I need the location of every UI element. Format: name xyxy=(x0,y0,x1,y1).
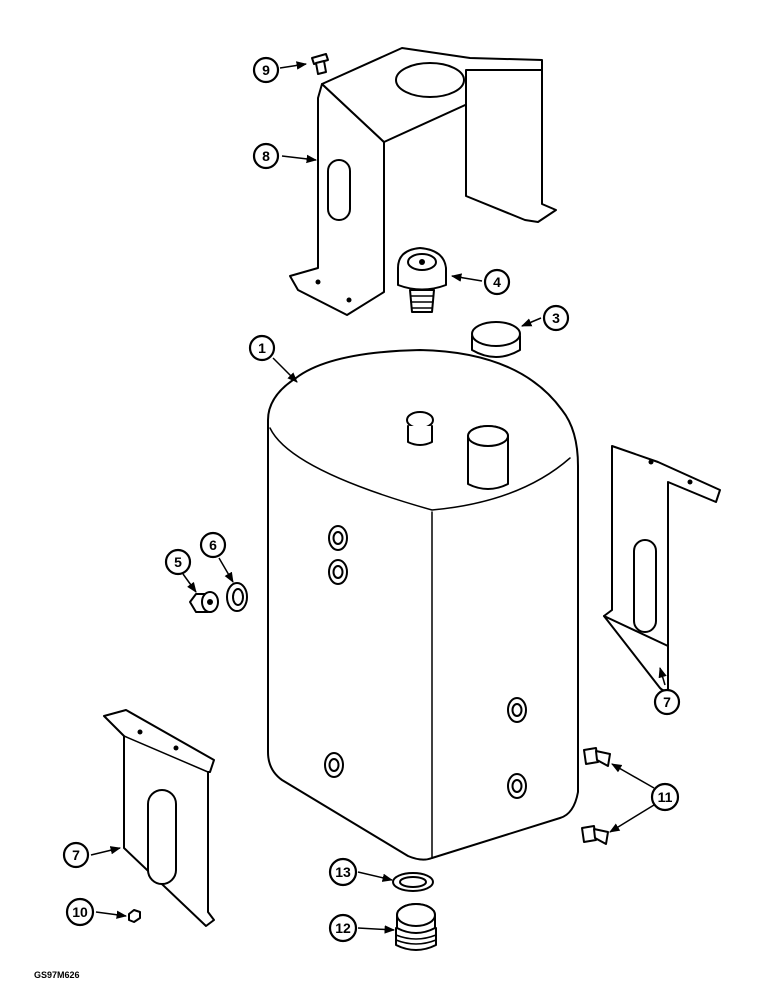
callout-11-label: 11 xyxy=(658,789,673,805)
mounting-bracket-part-8 xyxy=(289,47,557,316)
support-bracket-part-7-right xyxy=(603,445,721,692)
callout-12: 12 xyxy=(328,913,358,943)
callout-5-label: 5 xyxy=(174,554,182,570)
support-bracket-part-7-left xyxy=(103,709,215,927)
drawing-reference-code: GS97M626 xyxy=(34,970,80,980)
screw-part-9 xyxy=(311,53,329,75)
callout-3-label: 3 xyxy=(552,310,560,326)
washer-part-6 xyxy=(226,582,248,612)
callout-1-label: 1 xyxy=(258,340,266,356)
callout-12-label: 12 xyxy=(335,920,351,936)
callout-4: 4 xyxy=(483,268,511,296)
callout-8-label: 8 xyxy=(262,148,270,164)
callout-4-label: 4 xyxy=(493,274,501,290)
callout-7-left: 7 xyxy=(62,841,90,869)
callout-8: 8 xyxy=(252,142,280,170)
leader-lines xyxy=(90,61,667,934)
callout-7-right-label: 7 xyxy=(663,694,671,710)
callout-7-right: 7 xyxy=(653,688,681,716)
callout-7-left-label: 7 xyxy=(72,847,80,863)
plug-part-5 xyxy=(189,591,219,613)
filler-cap-part-3 xyxy=(471,321,521,358)
bolts-part-11 xyxy=(581,747,611,845)
callout-10: 10 xyxy=(65,897,95,927)
nut-part-10 xyxy=(128,909,141,923)
callout-9-label: 9 xyxy=(262,62,270,78)
callout-9: 9 xyxy=(252,56,280,84)
callout-10-label: 10 xyxy=(72,904,88,920)
callout-6: 6 xyxy=(199,531,227,559)
breather-cap-part-4 xyxy=(397,247,447,313)
reservoir-tank-part-1 xyxy=(267,349,579,861)
callout-13-label: 13 xyxy=(335,864,351,880)
callout-3: 3 xyxy=(542,304,570,332)
callout-5: 5 xyxy=(164,548,192,576)
o-ring-part-13 xyxy=(392,872,434,892)
drain-plug-part-12 xyxy=(395,903,437,951)
callout-11: 11 xyxy=(650,782,680,812)
callout-6-label: 6 xyxy=(209,537,217,553)
callout-13: 13 xyxy=(328,857,358,887)
callout-1: 1 xyxy=(248,334,276,362)
